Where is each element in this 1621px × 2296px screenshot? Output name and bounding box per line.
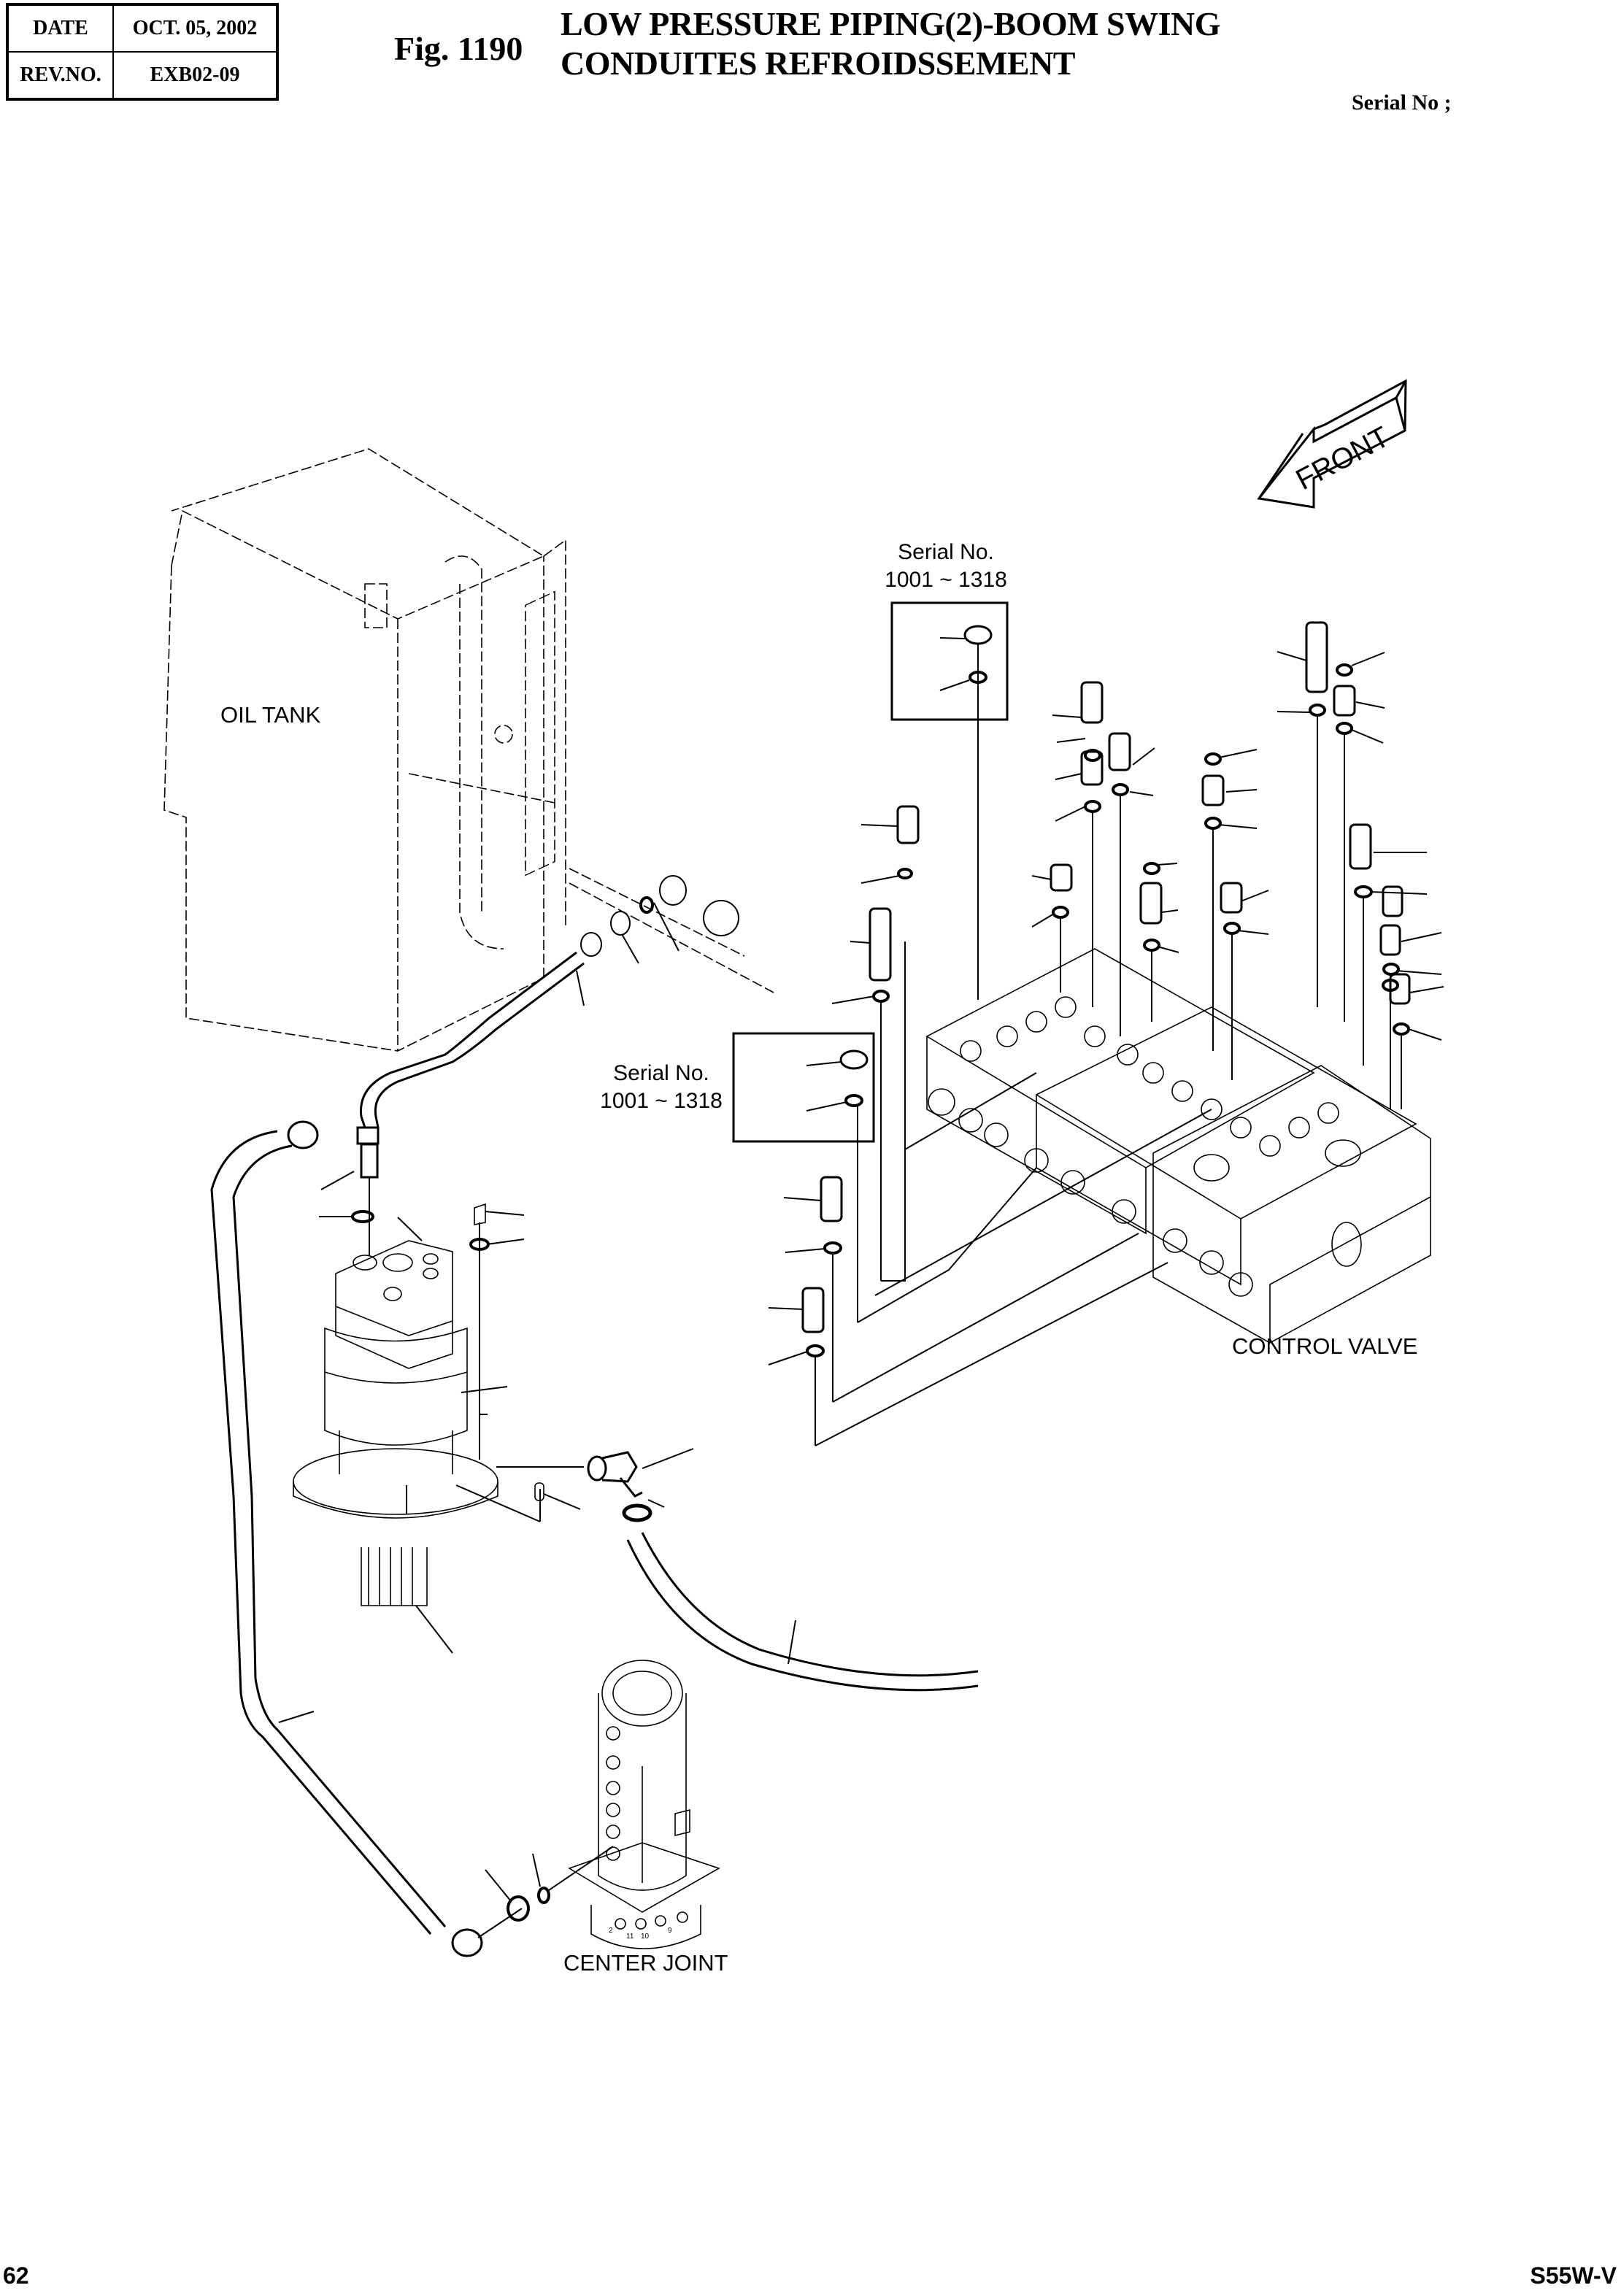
page-number: 62 (3, 2262, 29, 2289)
port-label: 10 (641, 1933, 650, 1941)
fittings-left-column (768, 805, 920, 1446)
control-valve-drawing (925, 948, 1431, 1344)
port-label: 11 (626, 1933, 634, 1941)
serial-note-range: 1001 ~ 1318 (600, 1089, 723, 1113)
oil-tank-fittings (576, 875, 739, 1006)
revision-table: DATE OCT. 05, 2002 REV.NO. EXB02-09 (6, 3, 279, 101)
oil-tank-label: OIL TANK (220, 702, 321, 728)
page-title: LOW PRESSURE PIPING(2)-BOOM SWING CONDUI… (561, 4, 1221, 83)
hose-tank-to-center-joint (210, 1120, 614, 1957)
model-code: S55W-V (1530, 2262, 1617, 2289)
port-label: 2 (609, 1927, 613, 1935)
serial-note-range: 1001 ~ 1318 (885, 568, 1007, 592)
date-value: OCT. 05, 2002 (112, 4, 278, 53)
fittings-upper-cluster (1031, 621, 1444, 1109)
rev-value: EXB02-09 (112, 51, 278, 100)
leader-lines-control-valve (815, 941, 1212, 1446)
serial-box-upper (890, 601, 1009, 1000)
center-joint-label: CENTER JOINT (563, 1950, 728, 1976)
center-joint-drawing: 2 11 10 9 (568, 1660, 720, 1949)
serial-note-title: Serial No. (898, 540, 994, 564)
control-valve-label: CONTROL VALVE (1232, 1333, 1418, 1359)
date-label: DATE (7, 4, 114, 53)
oil-tank-drawing (163, 448, 774, 1052)
serial-note-upper: Serial No. 1001 ~ 1318 (873, 539, 1019, 594)
title-line-english: LOW PRESSURE PIPING(2)-BOOM SWING (561, 5, 1221, 42)
title-line-french: CONDUITES REFROIDSSEMENT (561, 45, 1075, 82)
front-arrow-icon: FRONT (1257, 379, 1407, 509)
serial-note-lower: Serial No. 1001 ~ 1318 (590, 1060, 733, 1115)
elbow-hose-drawing (587, 1448, 979, 1692)
swing-motor-drawing (293, 1203, 584, 1654)
hose-tank-to-motor (319, 951, 585, 1255)
figure-number: Fig. 1190 (394, 30, 523, 67)
rev-label: REV.NO. (7, 51, 114, 100)
port-label: 9 (668, 1927, 672, 1935)
serial-number-header: Serial No ; (1352, 90, 1452, 115)
serial-box-lower (732, 1032, 875, 1322)
serial-note-title: Serial No. (613, 1061, 709, 1085)
